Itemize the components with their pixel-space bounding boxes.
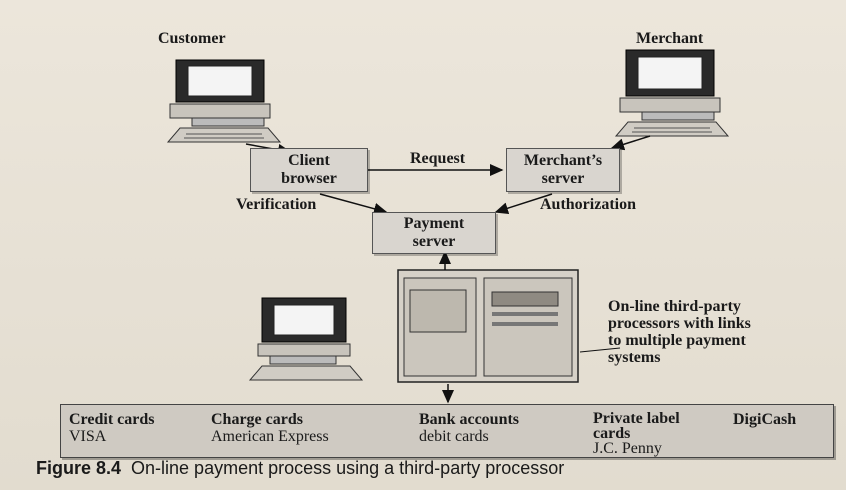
system-title: Credit cards <box>69 411 155 428</box>
customer-label: Customer <box>158 30 226 47</box>
figure-caption: Figure 8.4 On-line payment process using … <box>36 458 564 479</box>
client-browser-line2: browser <box>281 170 337 187</box>
system-sub: VISA <box>69 428 107 445</box>
payment-server-box: Payment server <box>372 212 496 254</box>
client-browser-box: Client browser <box>250 148 368 192</box>
client-browser-line1: Client <box>288 152 330 169</box>
system-credit-cards: Credit cards VISA <box>69 411 154 445</box>
merchant-label: Merchant <box>636 30 704 47</box>
request-label: Request <box>410 150 466 167</box>
system-private-label: Private label cards J.C. Penny <box>593 410 680 457</box>
system-sub: American Express <box>211 428 329 445</box>
figure-caption-text: On-line payment process using a third-pa… <box>131 458 565 478</box>
system-sub: debit cards <box>419 428 489 445</box>
system-digicash: DigiCash <box>733 411 796 428</box>
merchant-server-line1: Merchant’s <box>523 152 603 169</box>
payment-server-line1: Payment <box>403 215 465 232</box>
system-title: Bank accounts <box>419 411 520 428</box>
merchant-server-line2: server <box>541 170 585 187</box>
processor-terminal-icon <box>248 297 364 381</box>
figure-number: Figure 8.4 <box>36 458 122 478</box>
processor-description: On-line third-party processors with link… <box>608 298 751 366</box>
processor-desc-line1: On-line third-party <box>608 298 741 315</box>
system-charge-cards: Charge cards American Express <box>211 411 329 445</box>
processor-desc-line4: systems <box>608 349 661 366</box>
system-title: Charge cards <box>211 411 303 428</box>
system-sub: cards <box>593 425 631 442</box>
merchant-server-box: Merchant’s server <box>506 148 620 192</box>
system-bank-accounts: Bank accounts debit cards <box>419 411 519 445</box>
merchant-computer-icon <box>614 49 730 137</box>
verification-label: Verification <box>236 196 317 213</box>
authorization-label: Authorization <box>540 196 636 213</box>
system-title: DigiCash <box>733 411 797 428</box>
processor-desc-line3: to multiple payment <box>608 332 746 349</box>
processor-cabinet-icon <box>397 269 579 383</box>
system-sub2: J.C. Penny <box>593 440 662 457</box>
customer-computer-icon <box>166 59 282 143</box>
system-title: Private label <box>593 410 680 427</box>
payment-server-line2: server <box>412 233 456 250</box>
payment-systems-bar: Credit cards VISA Charge cards American … <box>60 404 834 458</box>
processor-desc-line2: processors with links <box>608 315 751 332</box>
